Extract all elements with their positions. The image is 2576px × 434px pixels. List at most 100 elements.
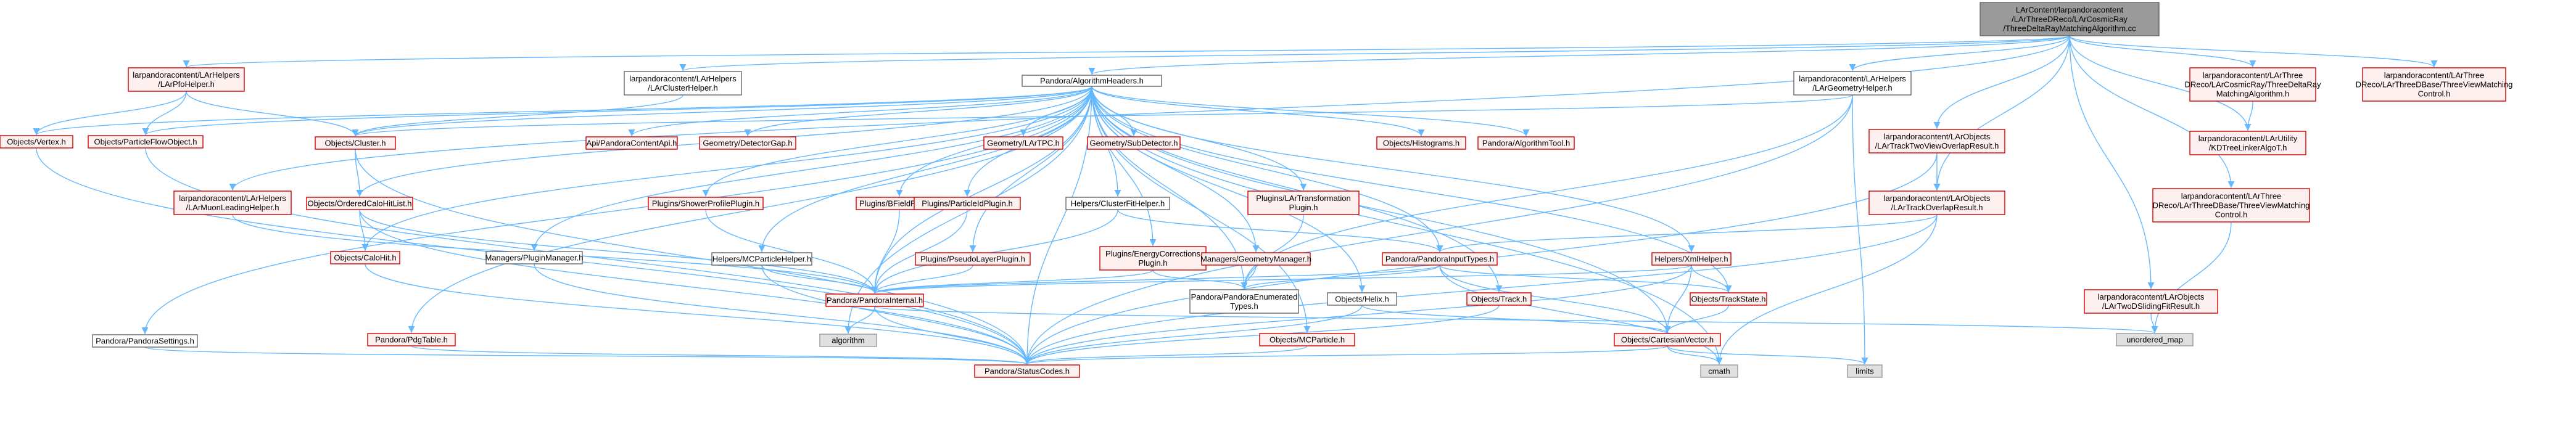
edge-track_overlap_result-to-pandora_input_types — [1436, 214, 1938, 253]
node-objects-mc-particle[interactable]: Objects/MCParticle.h — [1259, 333, 1355, 346]
node-label-line: Objects/Cluster.h — [325, 139, 386, 148]
node-cluster-fit-helper[interactable]: Helpers/ClusterFitHelper.h — [1065, 197, 1170, 210]
node-label-line: Pandora/PandoraSettings.h — [96, 337, 194, 346]
node-two-view-overlap-result[interactable]: larpandoracontent/LArObjects/LArTrackTwo… — [1868, 129, 2005, 154]
node-geometry-manager[interactable]: Managers/GeometryManager.h — [1200, 252, 1311, 266]
edge-pandora_input_types-to-objects_track_state — [1439, 264, 1732, 293]
node-label-line: DReco/LArThreeDBase/ThreeViewMatching — [2356, 80, 2513, 89]
edge-algorithm_headers-to-api_content — [628, 86, 1092, 137]
node-pandora-internal[interactable]: Pandora/PandoraInternal.h — [825, 293, 924, 307]
node-objects-track[interactable]: Objects/Track.h — [1466, 292, 1532, 306]
edge-algorithm_headers-to-objects_vertex — [33, 86, 1092, 136]
edge-algorithm_headers-to-xml_helper — [1091, 86, 1695, 253]
edge-cartesian_vector-to-status_codes — [1024, 345, 1668, 365]
edge-lar_geometry_helper-to-limits — [1852, 94, 1868, 365]
edge-root-to-track_overlap_result — [1933, 35, 2070, 191]
node-objects-calohit[interactable]: Objects/CaloHit.h — [330, 251, 400, 264]
node-box — [88, 135, 204, 149]
edge-root-to-three_d_base_control — [2069, 35, 2235, 189]
node-label-line: Plugins/LArTransformation — [1256, 194, 1350, 203]
node-lar-cluster-helper[interactable]: larpandoracontent/LArHelpers/LArClusterH… — [624, 71, 742, 96]
edge-layer — [33, 35, 2438, 365]
node-objects-pfo[interactable]: Objects/ParticleFlowObject.h — [88, 135, 204, 149]
edge-mc_particle_helper-to-pandora_internal — [761, 264, 878, 294]
node-muon-leading-helper[interactable]: larpandoracontent/LArHelpers/LArMuonLead… — [173, 190, 292, 215]
node-box — [2189, 131, 2306, 155]
node-label-line: Plugins/PseudoLayerPlugin.h — [920, 255, 1025, 264]
node-box — [819, 334, 877, 347]
node-geometry-subdetector[interactable]: Geometry/SubDetector.h — [1087, 136, 1181, 150]
node-label-line: Objects/CaloHit.h — [334, 253, 396, 263]
node-label-line: larpandoracontent/LArObjects — [2098, 292, 2205, 301]
node-label-line: Control.h — [2418, 89, 2451, 99]
edge-pandora_internal-to-status_codes — [874, 306, 1031, 365]
node-lar-geometry-helper[interactable]: larpandoracontent/LArHelpers/LArGeometry… — [1793, 71, 1912, 96]
node-label-line: larpandoracontent/LArHelpers — [179, 194, 286, 203]
node-label-line: Pandora/PandoraInputTypes.h — [1385, 255, 1494, 264]
node-box — [1700, 364, 1738, 378]
node-xml-helper[interactable]: Helpers/XmlHelper.h — [1651, 252, 1732, 266]
edge-cartesian_vector-to-limits — [1667, 345, 1868, 365]
node-ordered-calohit-list[interactable]: Objects/OrderedCaloHitList.h — [306, 197, 413, 210]
edge-root-to-delta_ray_matching_h — [2069, 35, 2256, 68]
node-root[interactable]: LArContent/larpandoracontent/LArThreeDRe… — [1979, 2, 2160, 36]
node-box — [173, 190, 292, 215]
node-label-line: Pandora/PandoraInternal.h — [827, 296, 923, 305]
node-label-line: limits — [1856, 367, 1874, 376]
node-pandora-input-types[interactable]: Pandora/PandoraInputTypes.h — [1382, 252, 1498, 266]
edge-pandora_input_types-to-enumerated_types — [1241, 264, 1440, 290]
node-shower-profile-plugin[interactable]: Plugins/ShowerProfilePlugin.h — [648, 197, 764, 210]
node-unordered-map[interactable]: unordered_map — [2116, 333, 2194, 346]
node-geometry-lartpc[interactable]: Geometry/LArTPC.h — [983, 136, 1063, 150]
node-label-line: Objects/Track.h — [1471, 295, 1527, 304]
node-three-view-matching-control[interactable]: larpandoracontent/LArThreeDReco/LArThree… — [2356, 67, 2513, 102]
node-delta-ray-matching-h[interactable]: larpandoracontent/LArThreeDReco/LArCosmi… — [2184, 67, 2321, 102]
node-algorithm-tool[interactable]: Pandora/AlgorithmTool.h — [1477, 136, 1575, 150]
node-box — [2362, 67, 2506, 102]
edge-lar_geometry_helper-to-enumerated_types — [1241, 94, 1853, 290]
node-kd-tree-linker[interactable]: larpandoracontent/LArUtility/KDTreeLinke… — [2189, 131, 2306, 155]
edge-objects_helix-to-status_codes — [1023, 305, 1363, 365]
node-box — [915, 252, 1031, 266]
edge-mc_particle_helper-to-status_codes — [761, 264, 1031, 365]
node-label-line: larpandoracontent/LArObjects — [1884, 132, 1991, 141]
node-three-d-base-control[interactable]: larpandoracontent/LArThreeDReco/LArThree… — [2152, 188, 2310, 223]
node-plugin-manager[interactable]: Managers/PluginManager.h — [485, 251, 584, 264]
node-label-line: /LArClusterHelper.h — [648, 83, 717, 92]
edge-lar_pfo_helper-to-objects_pfo — [142, 91, 187, 136]
node-objects-histograms[interactable]: Objects/Histograms.h — [1376, 136, 1466, 150]
node-algorithm-headers[interactable]: Pandora/AlgorithmHeaders.h — [1022, 75, 1162, 87]
node-label-line: larpandoracontent/LArThree — [2181, 192, 2282, 201]
node-particle-id-plugin[interactable]: Plugins/ParticleIdPlugin.h — [914, 197, 1021, 210]
node-track-overlap-result[interactable]: larpandoracontent/LArObjects/LArTrackOve… — [1868, 190, 2005, 215]
node-objects-helix[interactable]: Objects/Helix.h — [1327, 292, 1397, 306]
node-mc-particle-helper[interactable]: Helpers/MCParticleHelper.h — [711, 252, 812, 266]
node-cmath[interactable]: cmath — [1700, 364, 1738, 378]
edge-lar_geometry_helper-to-objects_cluster — [352, 94, 1853, 137]
node-pdg-table[interactable]: Pandora/PdgTable.h — [367, 333, 456, 346]
edge-energy_corrections_plugin-to-pandora_internal — [871, 269, 1154, 294]
node-objects-cluster[interactable]: Objects/Cluster.h — [315, 136, 396, 150]
node-cartesian-vector[interactable]: Objects/CartesianVector.h — [1614, 333, 1721, 346]
node-box — [1847, 364, 1883, 378]
node-api-content[interactable]: Api/PandoraContentApi.h — [585, 136, 678, 150]
node-status-codes[interactable]: Pandora/StatusCodes.h — [974, 364, 1080, 378]
node-algorithm-sys[interactable]: algorithm — [819, 334, 877, 347]
node-lar-pfo-helper[interactable]: larpandoracontent/LArHelpers/LArPfoHelpe… — [128, 67, 245, 92]
node-two-d-sliding-fit[interactable]: larpandoracontent/LArObjects/LArTwoDSlid… — [2084, 289, 2218, 314]
edge-root-to-lar_geometry_helper — [1849, 35, 2070, 72]
node-limits[interactable]: limits — [1847, 364, 1883, 378]
node-objects-track-state[interactable]: Objects/TrackState.h — [1690, 292, 1767, 306]
edge-algorithm_headers-to-mc_particle_helper — [758, 86, 1092, 253]
node-objects-vertex[interactable]: Objects/Vertex.h — [0, 135, 73, 149]
node-geometry-detector-gap[interactable]: Geometry/DetectorGap.h — [699, 136, 796, 150]
edge-pandora_input_types-to-cartesian_vector — [1439, 264, 1671, 334]
node-pseudo-layer-plugin[interactable]: Plugins/PseudoLayerPlugin.h — [915, 252, 1031, 266]
node-label-line: Objects/CartesianVector.h — [1621, 335, 1714, 345]
edge-pandora_input_types-to-pandora_internal — [871, 264, 1440, 294]
node-pandora-settings[interactable]: Pandora/PandoraSettings.h — [92, 334, 198, 348]
node-box — [1466, 292, 1532, 306]
